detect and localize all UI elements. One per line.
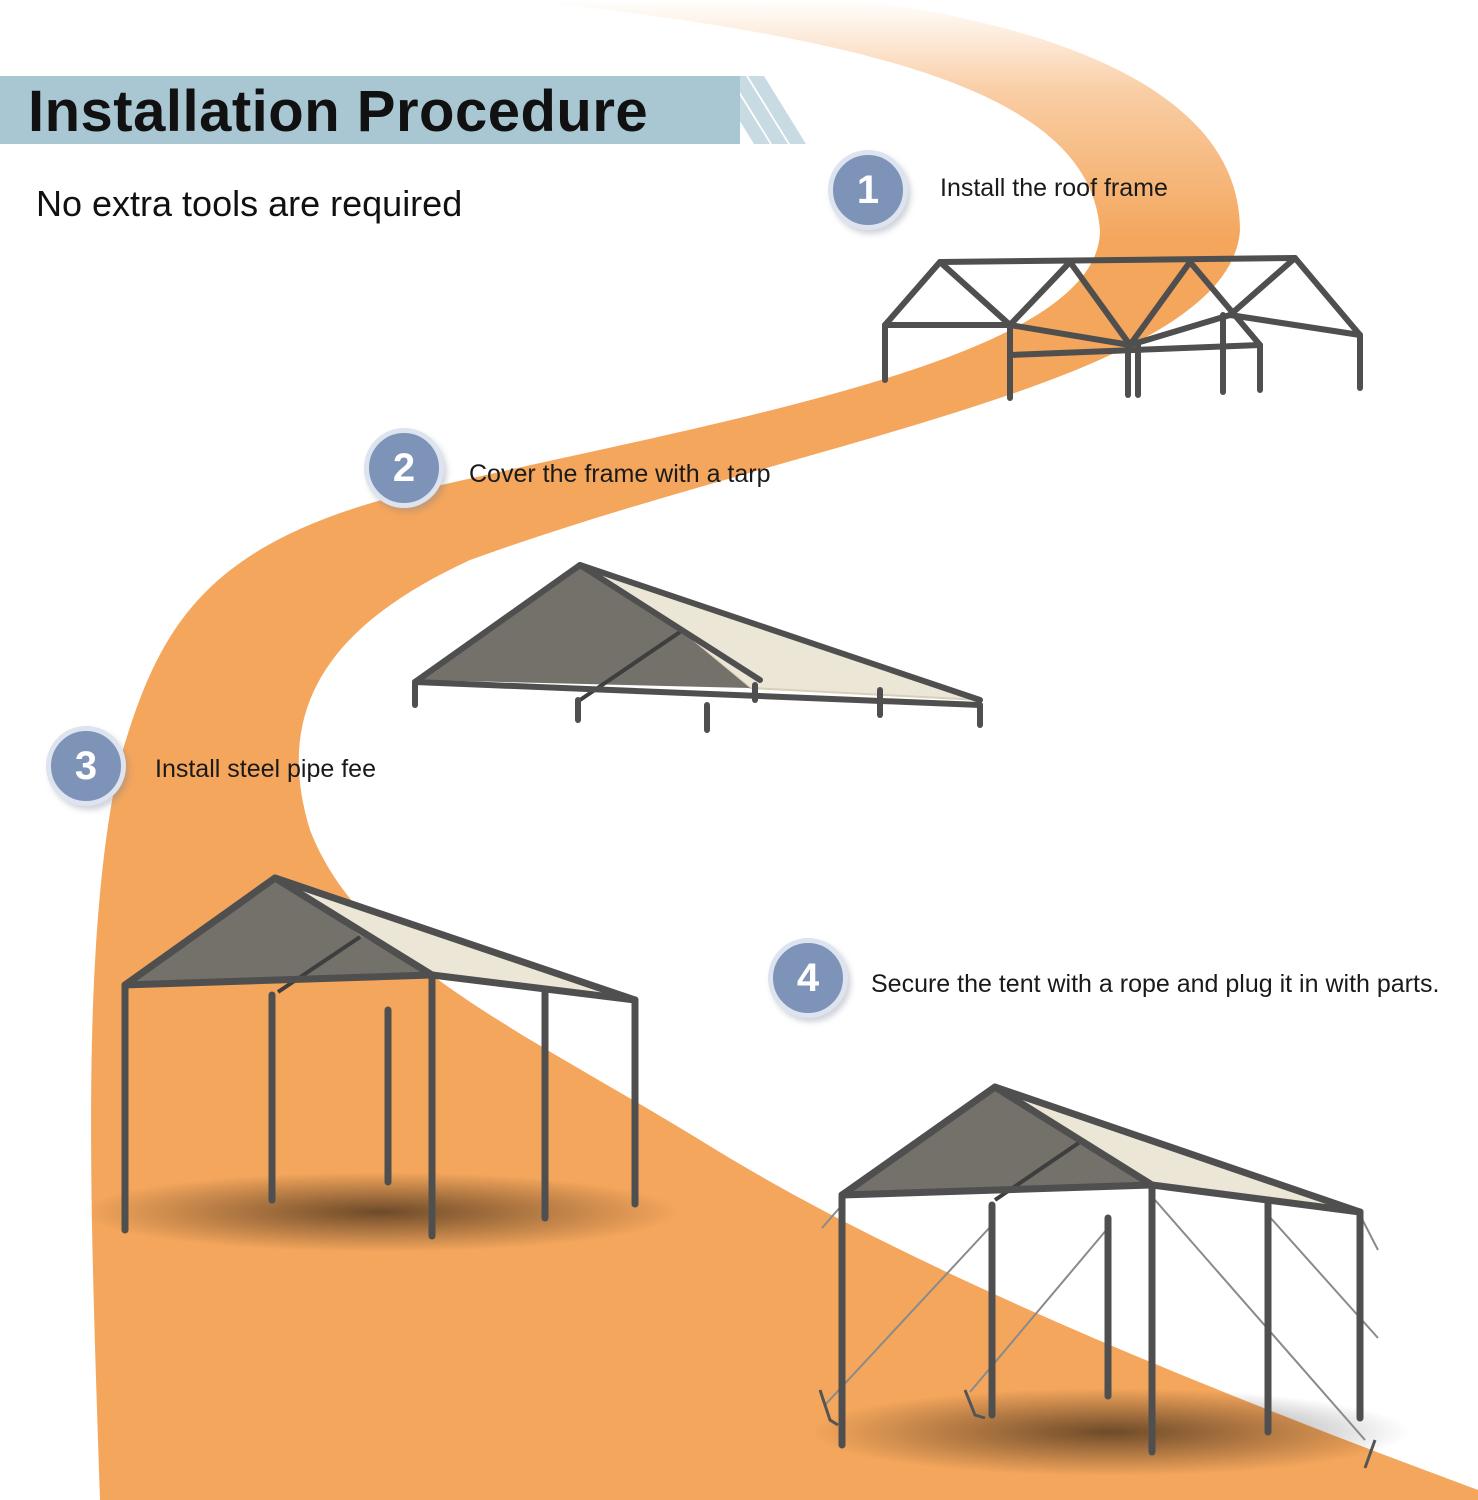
- step-2-label: Cover the frame with a tarp: [469, 460, 771, 488]
- step-1-badge: 1: [828, 150, 908, 230]
- step-2-badge: 2: [364, 428, 444, 508]
- covered-frame-illustration: [412, 562, 983, 733]
- step-3-badge: 3: [46, 726, 126, 806]
- tent-4-shadow: [810, 1388, 1410, 1476]
- secured-tent-illustration: [818, 1083, 1379, 1469]
- step-4-badge: 4: [768, 938, 848, 1018]
- page-title: Installation Procedure: [28, 79, 649, 144]
- winding-path: [91, 0, 1478, 1500]
- step-3-label: Install steel pipe fee: [155, 755, 376, 783]
- tent-with-legs-illustration: [121, 874, 639, 1240]
- step-1-label: Install the roof frame: [940, 174, 1168, 202]
- title-banner: [0, 76, 740, 144]
- step-4-label: Secure the tent with a rope and plug it …: [871, 970, 1440, 998]
- tent-3-shadow: [80, 1172, 680, 1252]
- subtitle: No extra tools are required: [36, 183, 463, 224]
- roof-frame-illustration: [882, 255, 1363, 401]
